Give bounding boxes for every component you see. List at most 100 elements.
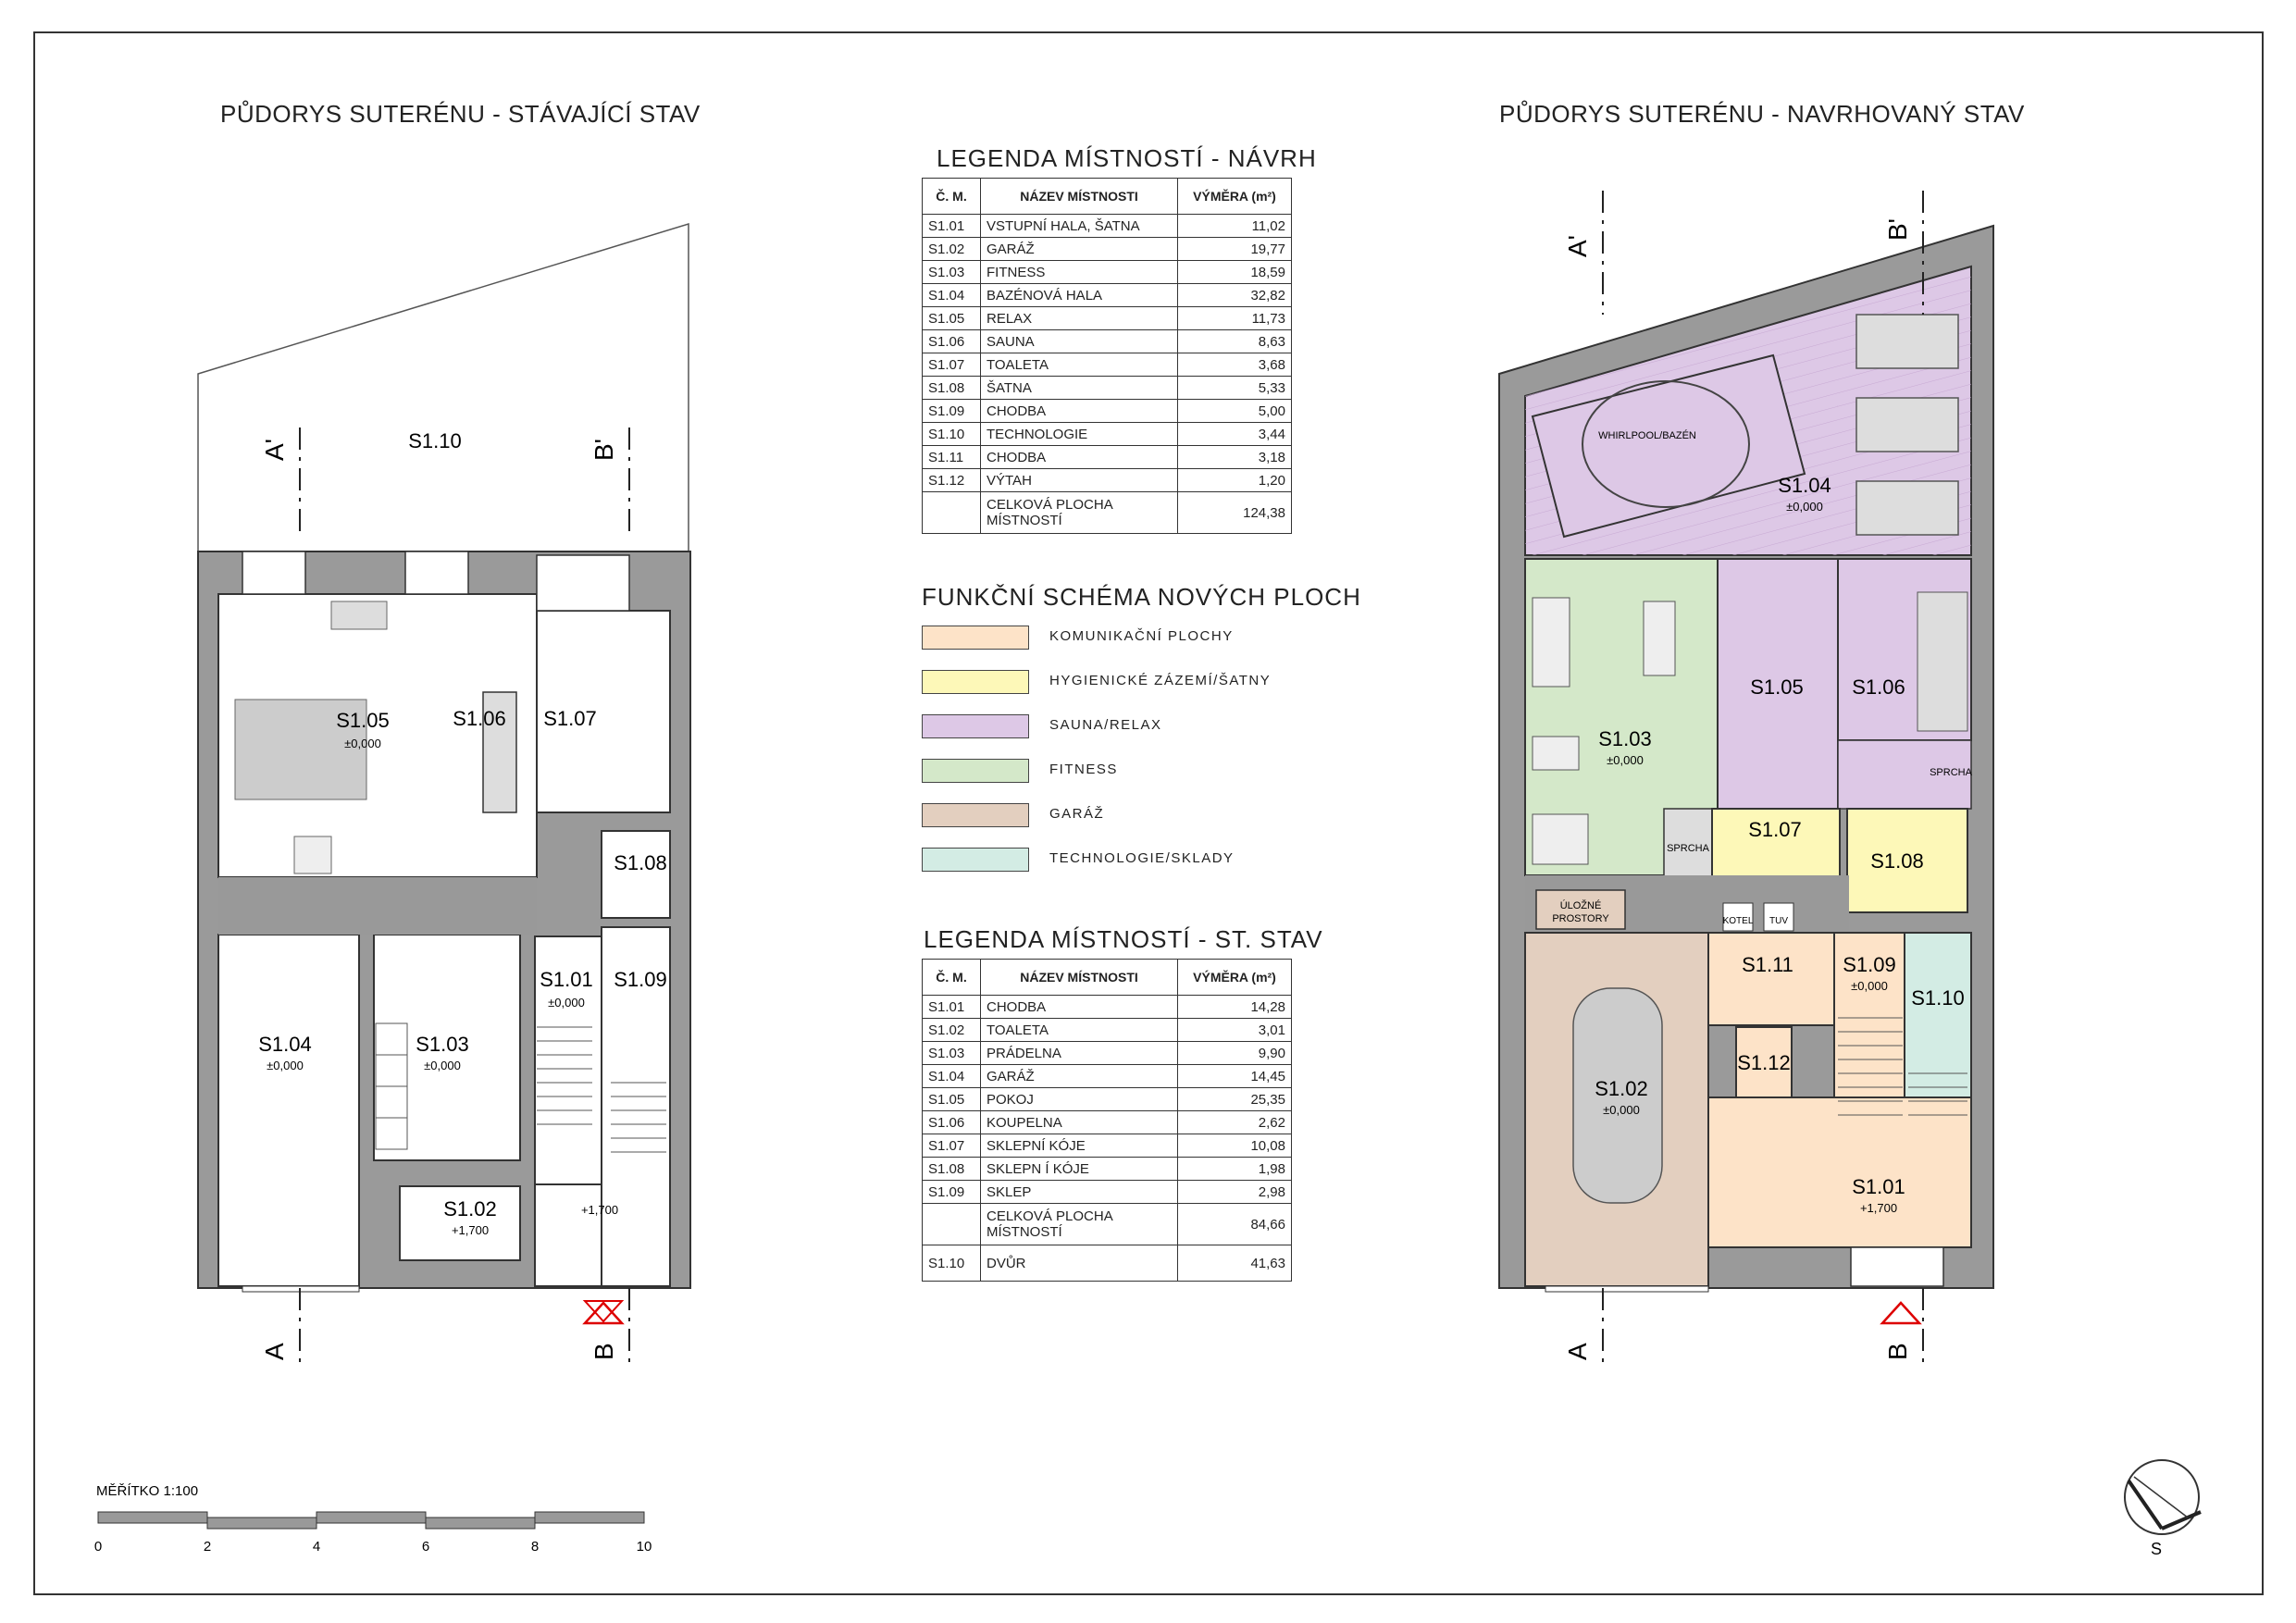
schema-label: SAUNA/RELAX <box>1049 717 1162 733</box>
shower-label-sauna: SPRCHA <box>1930 767 1973 778</box>
level-s101: ±0,000 <box>548 996 585 1010</box>
label-s108-proposed: S1.08 <box>1870 849 1924 873</box>
col-area: VÝMĚRA (m²) <box>1177 959 1292 996</box>
cell-area: 8,63 <box>1177 329 1292 353</box>
table-header-row: Č. M. NÁZEV MÍSTNOSTI VÝMĚRA (m²) <box>922 959 1292 996</box>
cell-num: S1.02 <box>922 237 981 261</box>
schema-label: GARÁŽ <box>1049 806 1105 822</box>
label-s102: S1.02 <box>443 1197 497 1220</box>
section-a2-existing: A' <box>260 439 289 461</box>
cell-num: S1.10 <box>922 1245 981 1282</box>
label-s112-proposed: S1.12 <box>1737 1051 1791 1074</box>
cell-area: 1,98 <box>1177 1157 1292 1181</box>
label-s105-proposed: S1.05 <box>1750 675 1804 699</box>
cell-num: S1.06 <box>922 1110 981 1134</box>
scale-tick-4: 4 <box>313 1539 320 1555</box>
label-s102-proposed: S1.02 <box>1595 1077 1648 1100</box>
cell-name: TOALETA <box>980 1018 1178 1042</box>
section-b2-existing: B' <box>590 439 618 461</box>
label-s107: S1.07 <box>543 707 597 730</box>
label-s103-proposed: S1.03 <box>1598 727 1652 750</box>
label-s110-proposed: S1.10 <box>1911 986 1965 1010</box>
car <box>1572 987 1663 1204</box>
cell-name: RELAX <box>980 306 1178 330</box>
north-arrow-icon <box>2124 1459 2202 1535</box>
scale-tick-0: 0 <box>94 1539 102 1555</box>
cell-area: 1,20 <box>1177 468 1292 492</box>
level-s103-proposed: ±0,000 <box>1607 753 1644 767</box>
cell-area: 5,00 <box>1177 399 1292 423</box>
section-a-proposed: A <box>1563 1343 1592 1360</box>
section-a2-proposed: A' <box>1563 235 1592 257</box>
label-s106: S1.06 <box>453 707 506 730</box>
label-s101: S1.01 <box>540 968 593 991</box>
courtyard-outline <box>197 222 689 552</box>
boiler-label: KOTEL <box>1723 916 1754 926</box>
cell-num: S1.09 <box>922 399 981 423</box>
col-name: NÁZEV MÍSTNOSTI <box>980 959 1178 996</box>
room-s112-proposed <box>1735 1026 1793 1098</box>
scale-tick-2: 2 <box>204 1539 211 1555</box>
cell-num: S1.04 <box>922 1064 981 1088</box>
scale-tick-10: 10 <box>637 1539 652 1555</box>
cell-name: TOALETA <box>980 353 1178 377</box>
section-b-proposed: B <box>1883 1343 1912 1360</box>
cell-empty <box>922 491 981 534</box>
schema-swatch <box>922 714 1029 738</box>
level-s104-proposed: ±0,000 <box>1786 500 1823 514</box>
label-s104-proposed: S1.04 <box>1778 474 1831 497</box>
cell-name: SAUNA <box>980 329 1178 353</box>
schema-label: FITNESS <box>1049 762 1118 777</box>
room-s107 <box>536 610 671 813</box>
cell-name: SKLEPN Í KÓJE <box>980 1157 1178 1181</box>
total-value: 84,66 <box>1177 1203 1292 1245</box>
label-s110: S1.10 <box>408 429 462 452</box>
scale-tick-6: 6 <box>422 1539 429 1555</box>
cell-name: CHODBA <box>980 995 1178 1019</box>
room-s110-proposed <box>1904 932 1972 1128</box>
pool <box>1531 353 1806 539</box>
room-s101-proposed <box>1707 1096 1972 1248</box>
hot-water-label: TUV <box>1769 916 1788 926</box>
schema-label: TECHNOLOGIE/SKLADY <box>1049 850 1235 866</box>
cell-name: DVŮR <box>980 1245 1178 1282</box>
room-s109-proposed <box>1833 932 1905 1128</box>
schema-label: KOMUNIKAČNÍ PLOCHY <box>1049 628 1234 644</box>
legend-proposed-title: LEGENDA MÍSTNOSTÍ - NÁVRH <box>937 144 1317 172</box>
scale-label: MĚŘÍTKO 1:100 <box>96 1483 198 1499</box>
section-b2-proposed: B' <box>1883 218 1912 241</box>
schema-label: HYGIENICKÉ ZÁZEMÍ/ŠATNY <box>1049 673 1272 688</box>
room-s107-proposed <box>1711 808 1841 878</box>
drawing-frame <box>33 31 2264 1595</box>
cell-num: S1.04 <box>922 283 981 307</box>
cell-area: 32,82 <box>1177 283 1292 307</box>
label-s107-proposed: S1.07 <box>1748 818 1802 841</box>
cell-area: 9,90 <box>1177 1041 1292 1065</box>
section-b-existing: B <box>590 1343 618 1360</box>
label-s109: S1.09 <box>614 968 667 991</box>
proposed-plan <box>1498 224 1994 1325</box>
label-s108: S1.08 <box>614 851 667 874</box>
total-label: CELKOVÁ PLOCHA MÍSTNOSTÍ <box>980 1203 1178 1245</box>
label-s104: S1.04 <box>258 1033 312 1056</box>
level-s101-proposed: +1,700 <box>1860 1201 1897 1215</box>
schema-swatch <box>922 626 1029 650</box>
col-area: VÝMĚRA (m²) <box>1177 178 1292 215</box>
cell-area: 3,01 <box>1177 1018 1292 1042</box>
proposed-plan-title: PŮDORYS SUTERÉNU - NAVRHOVANÝ STAV <box>1499 100 2025 128</box>
cell-area: 3,68 <box>1177 353 1292 377</box>
schema-swatch <box>922 670 1029 694</box>
